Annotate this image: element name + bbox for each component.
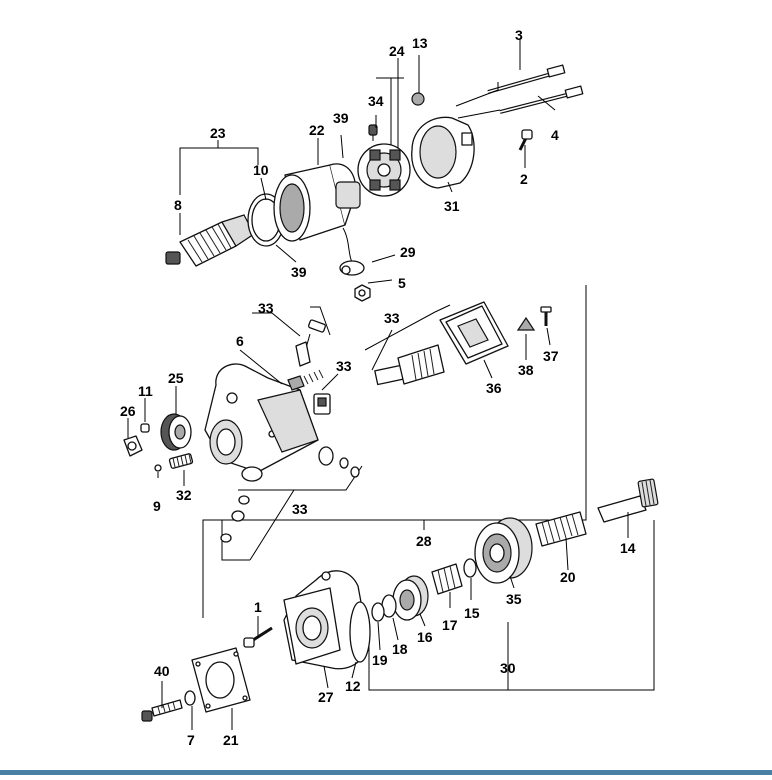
label-part-11: 11 xyxy=(138,383,153,399)
solenoid-part-36 xyxy=(374,301,509,386)
bracket-33-left xyxy=(252,306,331,337)
gasket-part-21 xyxy=(191,647,251,713)
label-part-8: 8 xyxy=(174,197,182,213)
label-part-33d: 33 xyxy=(292,501,308,517)
rear-cover-part-31 xyxy=(411,116,475,189)
label-part-17: 17 xyxy=(442,617,458,633)
label-part-10: 10 xyxy=(253,162,269,178)
label-part-9: 9 xyxy=(153,498,161,514)
label-part-5: 5 xyxy=(398,275,406,291)
label-part-38: 38 xyxy=(518,362,534,378)
ball-part-9 xyxy=(154,464,162,472)
brush-holder-part-24 xyxy=(357,143,411,197)
label-part-36: 36 xyxy=(486,380,502,396)
label-part-23: 23 xyxy=(210,125,226,141)
nut-part-5 xyxy=(354,284,371,302)
label-part-34: 34 xyxy=(368,93,384,109)
screw-part-34 xyxy=(368,124,378,141)
o-ring-part-12 xyxy=(349,601,371,663)
label-part-22: 22 xyxy=(309,122,325,138)
label-part-25: 25 xyxy=(168,370,184,386)
label-part-30: 30 xyxy=(500,660,516,676)
leader-lines-top xyxy=(179,40,556,284)
label-part-35: 35 xyxy=(506,591,522,607)
label-part-7: 7 xyxy=(187,732,195,748)
label-part-31: 31 xyxy=(444,198,460,214)
shaft-part-14 xyxy=(597,478,659,523)
label-part-33a: 33 xyxy=(258,300,274,316)
leader-lines-middle xyxy=(127,327,551,486)
label-part-32: 32 xyxy=(176,487,192,503)
label-part-26: 26 xyxy=(120,403,136,419)
washer-part-7 xyxy=(184,690,196,706)
label-part-37: 37 xyxy=(543,348,559,364)
pin-part-11 xyxy=(140,423,150,433)
part-38 xyxy=(516,316,536,331)
label-part-19: 19 xyxy=(372,652,388,668)
label-part-39a: 39 xyxy=(333,110,349,126)
label-part-28: 28 xyxy=(416,533,432,549)
part-number-labels: 24 13 3 34 4 23 22 39 10 2 31 8 29 39 5 … xyxy=(120,27,636,748)
label-part-16: 16 xyxy=(417,629,433,645)
screw-part-2 xyxy=(518,129,533,151)
label-part-3: 3 xyxy=(515,27,523,43)
gear-housing-part-6 xyxy=(204,363,319,473)
spring-part-32 xyxy=(168,453,194,469)
pinion-gear-part-35 xyxy=(474,517,533,584)
bracket-23 xyxy=(179,140,259,195)
label-part-27: 27 xyxy=(318,689,334,705)
cap-part-13 xyxy=(411,92,425,106)
label-part-12: 12 xyxy=(345,678,361,694)
label-part-33b: 33 xyxy=(384,310,400,326)
label-part-4: 4 xyxy=(551,127,559,143)
bottom-bar xyxy=(0,770,772,775)
spring-part-17 xyxy=(431,563,463,595)
label-part-40: 40 xyxy=(154,663,170,679)
ring-part-19 xyxy=(371,602,385,622)
yoke-part-22 xyxy=(273,163,361,242)
bolt-part-40 xyxy=(141,699,183,722)
gear-part-25 xyxy=(160,413,192,451)
label-part-33c: 33 xyxy=(336,358,352,374)
label-part-24: 24 xyxy=(389,43,405,59)
label-part-21: 21 xyxy=(223,732,239,748)
plunger-spring-part-33 xyxy=(287,319,331,415)
label-part-1: 1 xyxy=(254,599,262,615)
lead-wire-part-29 xyxy=(339,227,365,276)
bracket-33-right xyxy=(364,304,451,371)
label-part-6: 6 xyxy=(236,333,244,349)
bracket-28 xyxy=(202,285,587,618)
label-part-13: 13 xyxy=(412,35,428,51)
label-part-15: 15 xyxy=(464,605,480,621)
clutch-part-16 xyxy=(392,575,429,621)
label-part-39b: 39 xyxy=(291,264,307,280)
label-part-29: 29 xyxy=(400,244,416,260)
label-part-14: 14 xyxy=(620,540,636,556)
spring-part-20 xyxy=(535,511,587,547)
through-bolt-part-3 xyxy=(487,64,566,94)
washers-part-33 xyxy=(220,446,360,543)
bracket-30 xyxy=(368,520,655,691)
label-part-2: 2 xyxy=(520,171,528,187)
screw-part-1 xyxy=(243,626,273,648)
bolt-part-37 xyxy=(540,306,552,326)
ring-part-15 xyxy=(463,558,477,578)
label-part-20: 20 xyxy=(560,569,576,585)
leader-lines-bottom xyxy=(161,512,629,730)
cap-part-26 xyxy=(123,435,143,457)
through-bolt-part-4 xyxy=(499,85,584,114)
label-part-18: 18 xyxy=(392,641,408,657)
